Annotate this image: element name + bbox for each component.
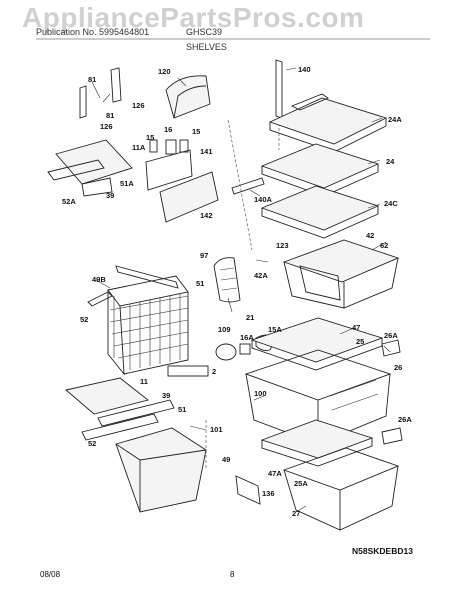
publication-number: Publication No. 5995464801: [36, 27, 150, 37]
label-51: 51: [178, 405, 187, 414]
label-16: 16: [164, 125, 173, 134]
label-49: 49: [222, 455, 231, 464]
label-52: 52: [88, 439, 97, 448]
label-51A: 51A: [120, 179, 134, 188]
label-49B: 49B: [92, 275, 106, 284]
footer-date: 08/08: [40, 570, 61, 579]
label-123: 123: [276, 241, 289, 250]
label-26: 26: [394, 363, 403, 372]
label-42: 42: [366, 231, 375, 240]
label-21: 21: [246, 313, 255, 322]
label-62: 62: [380, 241, 389, 250]
bracket-81-126: [79, 67, 122, 119]
shelf-11A: [47, 139, 133, 197]
shelf-24C: [231, 177, 380, 239]
crisper-cover-47A: [260, 419, 374, 467]
door-bin-120: [165, 75, 211, 119]
label-24C: 24C: [384, 199, 398, 208]
bin-49: [115, 420, 207, 513]
label-100: 100: [254, 389, 267, 398]
label-24: 24: [386, 157, 395, 166]
diagram-code: N58SKDEBD13: [352, 546, 413, 556]
label-11: 11: [140, 377, 148, 386]
label-47A: 47A: [268, 469, 282, 478]
part-97: [213, 257, 241, 303]
cover-142: [159, 171, 219, 223]
watermark: AppliancePartsPros.com: [22, 2, 365, 33]
label-140A: 140A: [254, 195, 272, 204]
label-140: 140: [298, 65, 311, 74]
label-47: 47: [352, 323, 361, 332]
label-126: 126: [100, 122, 113, 131]
label-120: 120: [158, 67, 171, 76]
section-title: SHELVES: [186, 42, 227, 52]
label-51: 51: [196, 279, 205, 288]
label-136: 136: [262, 489, 275, 498]
label-39: 39: [106, 191, 115, 200]
label-52A: 52A: [62, 197, 76, 206]
label-142: 142: [200, 211, 213, 220]
crisper-drawer-27: [282, 427, 403, 531]
drawer-62: [282, 239, 400, 309]
label-11A: 11A: [132, 143, 146, 152]
basket-49B: [87, 265, 189, 376]
label-42A: 42A: [254, 271, 268, 280]
label-2: 2: [212, 367, 217, 376]
label-15: 15: [146, 133, 155, 142]
label-109: 109: [218, 325, 231, 334]
leader-lines: [95, 67, 391, 513]
part-136: [235, 475, 261, 505]
rail-140: [275, 59, 283, 150]
label-81: 81: [88, 75, 97, 84]
shelf-24A: [268, 93, 388, 153]
label-25A: 25A: [294, 479, 308, 488]
shelf-support-parts: [145, 139, 193, 191]
label-16A: 16A: [240, 333, 254, 342]
label-101: 101: [210, 425, 223, 434]
parts-109-16A-15A: [167, 334, 277, 377]
label-97: 97: [200, 251, 209, 260]
label-26A: 26A: [398, 415, 412, 424]
crisper-cover-47: [250, 317, 384, 371]
label-52: 52: [80, 315, 89, 324]
label-81: 81: [106, 111, 115, 120]
label-15: 15: [192, 127, 201, 136]
label-126: 126: [132, 101, 145, 110]
shelf-11: [65, 377, 175, 441]
label-24A: 24A: [388, 115, 402, 124]
label-15A: 15A: [268, 325, 282, 334]
model-code: GHSC39: [186, 27, 223, 37]
label-141: 141: [200, 147, 213, 156]
label-27: 27: [292, 509, 301, 518]
label-39: 39: [162, 391, 171, 400]
label-26A: 26A: [384, 331, 398, 340]
label-25: 25: [356, 337, 365, 346]
page-number: 8: [230, 570, 235, 579]
